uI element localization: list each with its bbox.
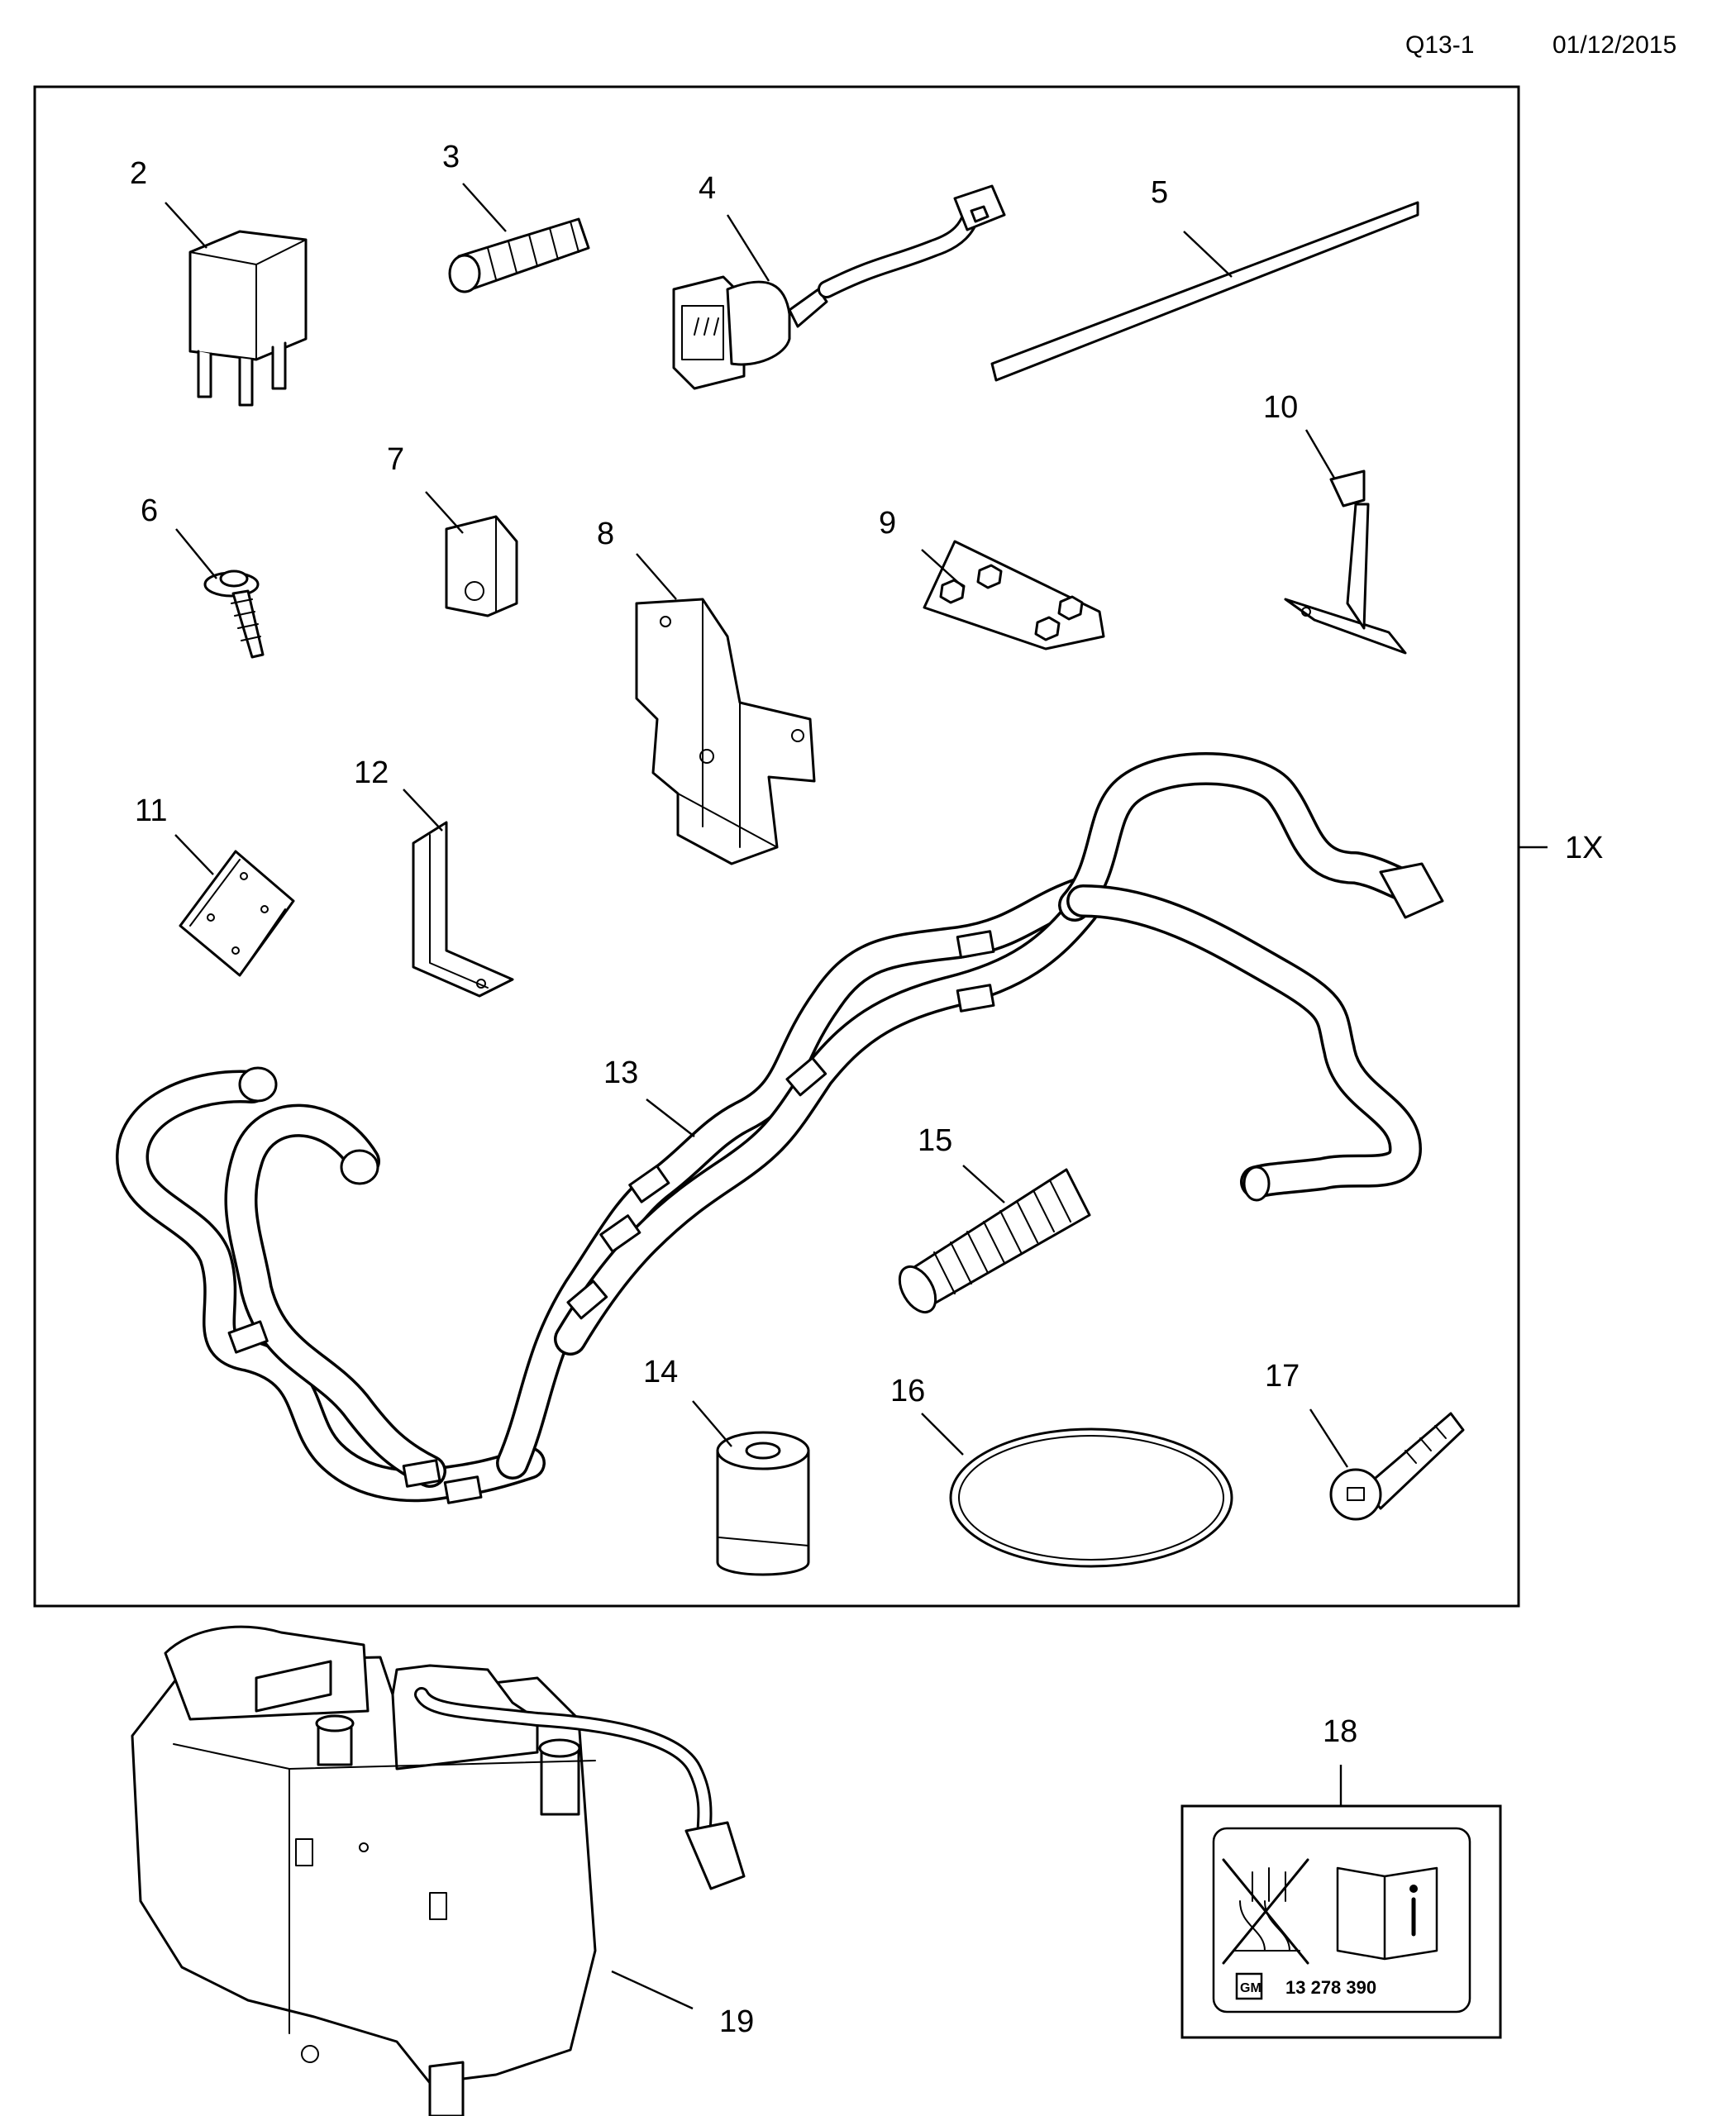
no-exhaust-warning-icon [1222,1858,1309,1965]
callout-17: 17 [1265,1359,1300,1394]
leader-16 [921,1413,964,1456]
callout-8: 8 [597,517,614,551]
leader-3 [462,183,507,232]
callout-16: 16 [890,1374,925,1408]
leader-12 [403,789,443,832]
page-reference: Q13-1 [1405,31,1474,59]
leader-19 [611,1970,694,2010]
part-13-hose-assembly[interactable] [116,752,1444,1504]
callout-12: 12 [354,755,389,790]
part-11-pad[interactable] [179,850,295,977]
leader-5 [1183,231,1233,278]
part-12-angle-bracket[interactable] [412,821,514,998]
part-9-nut-plate[interactable] [923,540,1105,651]
kit-label: 1X [1565,831,1603,865]
leader-11 [174,834,214,875]
part-18-warning-label[interactable]: GM 13 278 390 [1180,1804,1502,2039]
leader-2 [165,202,207,249]
callout-4: 4 [699,171,716,206]
callout-18: 18 [1323,1714,1357,1749]
callout-5: 5 [1151,175,1168,210]
gm-logo-icon: GM [1235,1972,1263,2000]
svg-text:GM: GM [1240,1981,1261,1995]
part-4-switch[interactable] [672,184,1006,390]
part-5-strip[interactable] [990,201,1419,382]
callout-14: 14 [643,1355,678,1389]
part-15-corrugated-tube[interactable] [892,1168,1091,1318]
label-part-number: 13 278 390 [1285,1977,1376,1998]
callout-9: 9 [879,506,896,541]
part-3-stud[interactable] [448,217,590,293]
part-7-clip[interactable] [445,515,518,617]
part-10-l-bracket[interactable] [1284,469,1407,655]
leader-8 [636,553,677,600]
leader-10 [1304,429,1337,480]
callout-6: 6 [141,493,158,528]
part-16-o-ring[interactable] [949,1427,1233,1568]
leader-4 [726,214,770,282]
leader-14 [692,1400,732,1447]
callout-15: 15 [918,1123,952,1158]
callout-2: 2 [130,156,147,191]
leader-6 [175,528,217,579]
page-date: 01/12/2015 [1552,31,1676,59]
leader-17 [1309,1408,1349,1468]
callout-13: 13 [603,1056,638,1090]
part-6-screw[interactable] [203,570,265,659]
part-17-bolt[interactable] [1329,1412,1465,1521]
part-14-cylinder[interactable] [716,1431,810,1576]
read-manual-icon [1336,1866,1438,1961]
leader-13 [646,1099,695,1137]
part-8-bracket[interactable] [635,598,816,865]
leader-15 [962,1165,1005,1203]
part-19-heater-unit[interactable] [131,1625,746,2116]
callout-7: 7 [387,442,404,477]
callout-19: 19 [719,2004,754,2039]
callout-3: 3 [442,140,460,174]
leader-9 [921,549,964,588]
part-2-relay[interactable] [188,230,308,407]
callout-10: 10 [1263,390,1298,425]
callout-11: 11 [135,794,167,828]
leader-7 [425,491,464,534]
